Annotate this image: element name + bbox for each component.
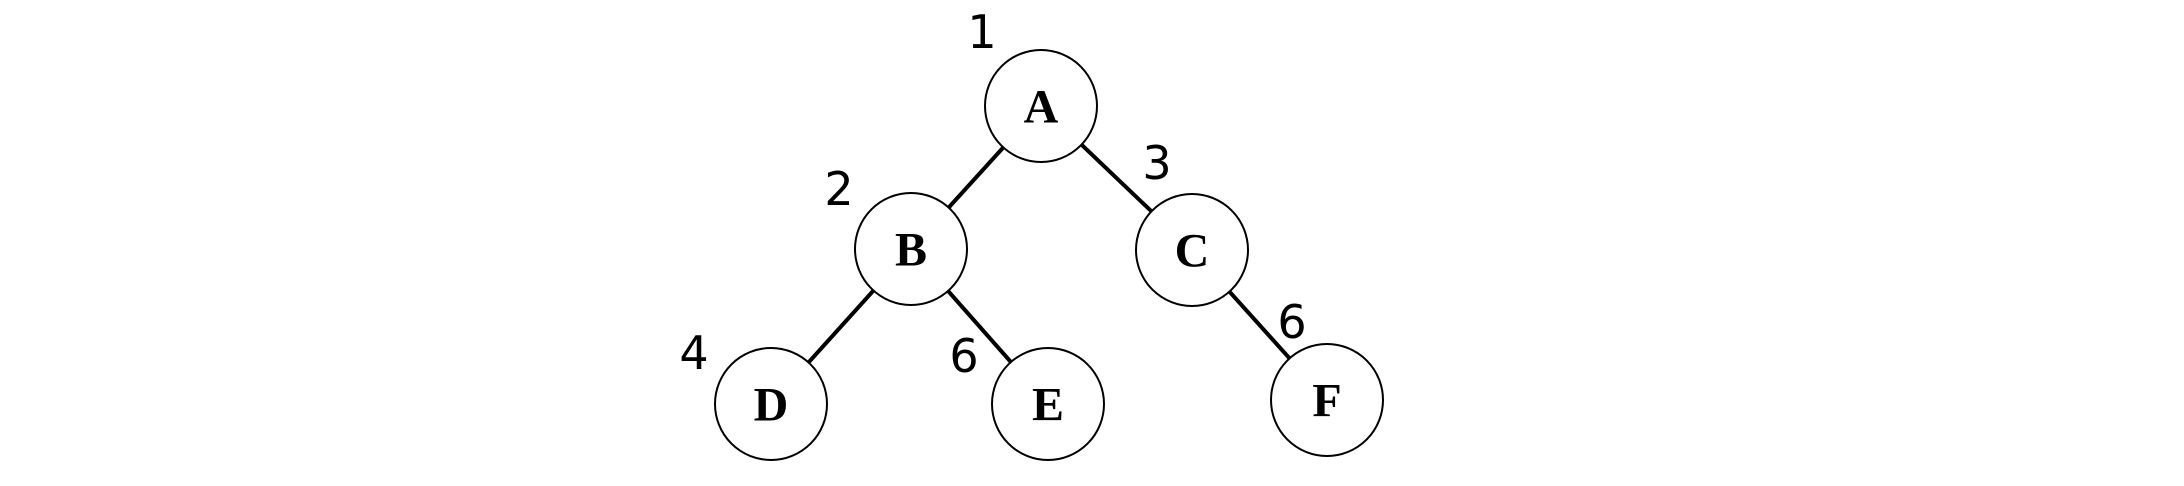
node-A-annotation: 1: [967, 5, 996, 59]
node-C-label: C: [1175, 224, 1210, 277]
node-C-annotation: 3: [1142, 136, 1171, 190]
node-F-label: F: [1312, 374, 1341, 427]
node-B: B 2: [824, 162, 968, 306]
node-E-circle: [991, 347, 1105, 461]
node-D-circle: [714, 347, 828, 461]
node-D-label: D: [754, 378, 789, 431]
node-A-label: A: [1024, 80, 1059, 133]
node-A: A 1: [967, 5, 1098, 163]
node-C: C 3: [1135, 136, 1249, 307]
node-F: F 6: [1270, 295, 1384, 457]
node-F-circle: [1270, 343, 1384, 457]
node-B-label: B: [895, 223, 927, 276]
node-C-circle: [1135, 193, 1249, 307]
node-E-label: E: [1032, 378, 1064, 431]
node-F-annotation: 6: [1277, 295, 1306, 349]
node-A-circle: [984, 49, 1098, 163]
node-D: D 4: [679, 326, 828, 461]
node-E: E 6: [949, 329, 1105, 461]
node-B-annotation: 2: [824, 162, 853, 216]
node-D-annotation: 4: [679, 326, 708, 380]
node-E-annotation: 6: [949, 329, 978, 383]
node-B-circle: [854, 192, 968, 306]
